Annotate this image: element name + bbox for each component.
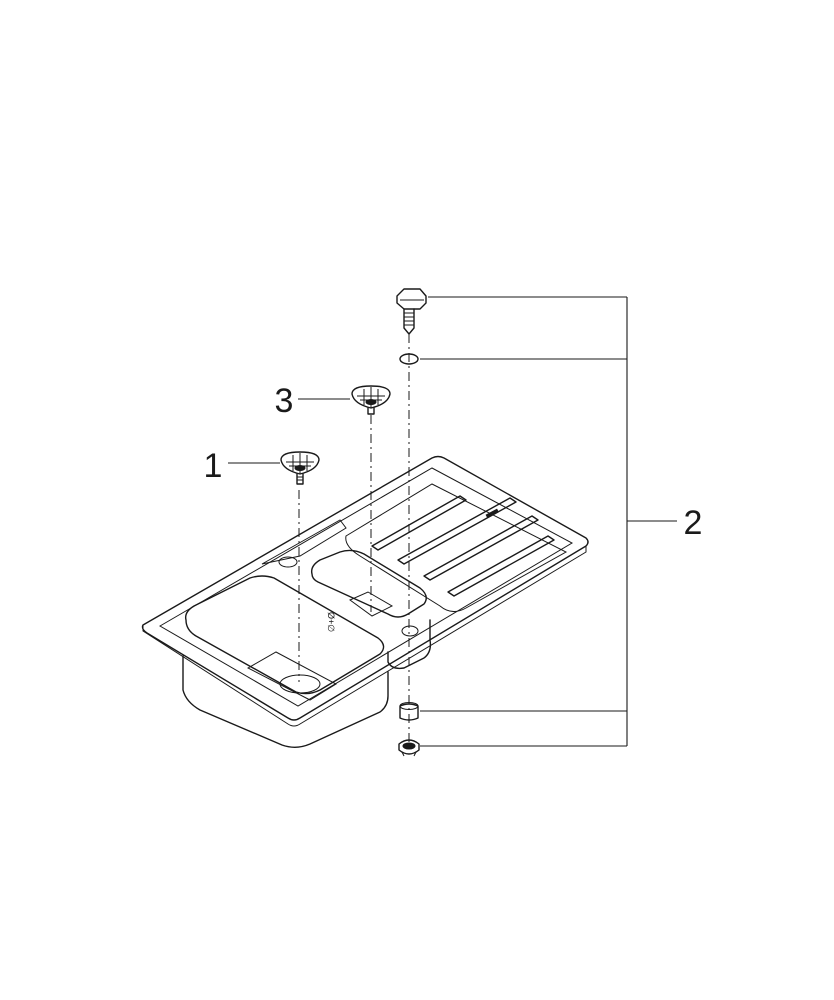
kitchen-sink: Ø+∅ <box>141 455 589 748</box>
drainer-groove-4 <box>447 535 555 597</box>
strainer-3-stem <box>367 407 375 415</box>
waste-sleeve <box>399 703 419 721</box>
overflow-screw-shank <box>403 308 415 335</box>
drainer-slot <box>485 508 499 519</box>
sink-rim-outer <box>141 455 589 721</box>
drainer-board <box>345 483 568 612</box>
callout-2: 2 <box>684 504 703 542</box>
strainer-3 <box>351 385 391 415</box>
sink-deck-inner <box>159 467 574 707</box>
half-bowl-opening <box>310 549 427 618</box>
main-bowl-drain <box>279 674 321 694</box>
half-bowl-bottom <box>349 591 394 617</box>
overflow-hole <box>401 625 419 637</box>
strainer-3-body <box>351 385 391 409</box>
half-bowl-body <box>387 619 432 670</box>
waste-lock-nut <box>398 739 420 755</box>
tap-hole <box>278 556 298 568</box>
tap-deck <box>261 519 347 565</box>
strainer-1 <box>280 451 320 485</box>
bracket-2 <box>420 296 677 747</box>
overflow-screw-head <box>396 288 427 310</box>
strainer-1-stem <box>296 473 304 485</box>
main-bowl-bottom <box>246 651 338 701</box>
callout-1: 1 <box>204 447 223 485</box>
drainer-groove-2 <box>397 497 517 565</box>
drainer-groove-3 <box>423 515 539 581</box>
strainer-1-body <box>280 451 320 475</box>
main-bowl-body <box>182 655 389 748</box>
drainer-groove-1 <box>371 495 467 551</box>
waste-set <box>396 288 427 757</box>
callout-3: 3 <box>275 382 294 420</box>
sink-rim-edge <box>142 546 587 727</box>
overflow-washer <box>399 353 419 365</box>
main-bowl-opening <box>184 575 385 695</box>
sink-mark: Ø+∅ <box>326 612 336 632</box>
drainer-outline <box>345 483 568 612</box>
